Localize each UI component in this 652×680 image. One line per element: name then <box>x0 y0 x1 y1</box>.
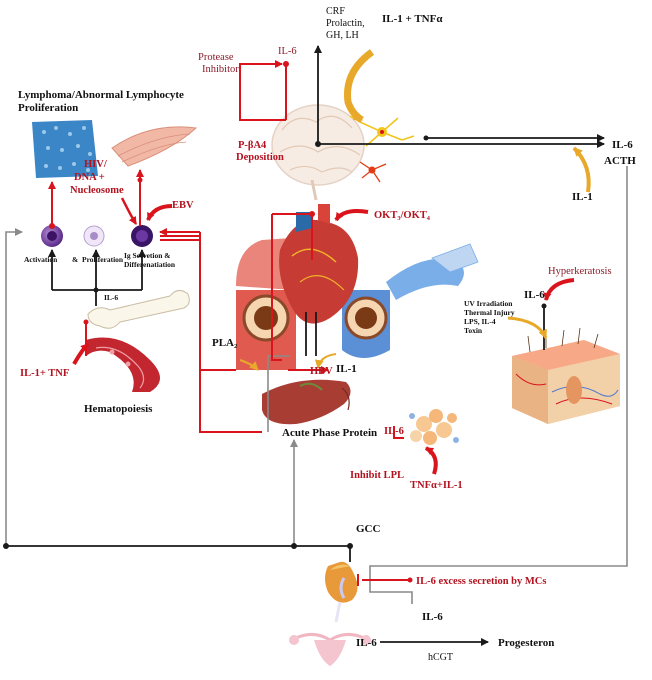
label-uv: UV Irradiation <box>464 299 513 308</box>
skin-icon <box>512 327 620 424</box>
label-hematopoiesis: Hematopoiesis <box>84 403 153 415</box>
red-arrows <box>48 60 413 586</box>
muscle-fiber-icon <box>111 126 198 167</box>
label-proliferation: Proliferation <box>82 255 124 264</box>
label-ampersand: & <box>72 255 78 264</box>
label-il1-right: IL-1 <box>572 191 593 203</box>
label-deposition: Deposition <box>236 152 284 163</box>
label-il1-tnf-left: IL-1+ TNF <box>20 368 69 379</box>
heart-icon <box>236 204 479 370</box>
label-hiv: HIV/ <box>84 159 108 170</box>
label-il1-mid: IL-1 <box>336 363 357 375</box>
label-crf: CRF <box>326 6 345 17</box>
label-progesteron: Progesteron <box>498 637 554 649</box>
label-inhibitor: Inhibitor <box>202 64 239 75</box>
label-hyperkeratosis: Hyperkeratosis <box>548 266 612 277</box>
label-il6-excess: IL-6 excess secretion by MCs <box>416 576 546 587</box>
label-protease: Protease <box>198 52 234 63</box>
liver-icon <box>262 379 351 425</box>
label-il6-skin: IL-6 <box>524 289 545 301</box>
label-il6-bottom: IL-6 <box>356 637 377 649</box>
label-il6-small: IL-6 <box>104 293 118 302</box>
label-il6-right: IL-6 <box>612 139 633 151</box>
label-differentiation: Differenatiation <box>124 260 176 269</box>
label-tnfa-il1: TNFα+IL-1 <box>410 480 463 491</box>
label-il6-brain: IL-6 <box>278 46 297 57</box>
gray-feedback-lines <box>5 166 628 604</box>
label-il6-fat: IL-6 <box>384 426 404 437</box>
label-inhibit-lpl: Inhibit LPL <box>350 470 404 481</box>
blood-vessel-icon <box>86 337 160 392</box>
kidney-icon <box>325 561 358 623</box>
bone-icon <box>87 290 190 329</box>
label-ebv: EBV <box>172 200 194 211</box>
label-dna: DNA + <box>74 172 105 183</box>
label-acute-phase: Acute Phase Protein <box>282 427 377 439</box>
label-ig-secretion: Ig Secretion & <box>124 251 171 260</box>
label-hcgt: hCGT <box>428 652 453 663</box>
label-pla2: PLA₂ <box>212 337 238 349</box>
curved-arrows <box>72 49 591 475</box>
neuron-icon <box>349 115 415 183</box>
label-lps: LPS, IL-4 <box>464 317 496 326</box>
label-prolactin: Prolactin, <box>326 18 365 29</box>
label-hbv: HBV <box>310 366 333 377</box>
fat-cell-icon <box>409 409 459 445</box>
label-il6-kidney: IL-6 <box>422 611 443 623</box>
label-lymphoma-2: Proliferation <box>18 102 78 114</box>
label-gh-lh: GH, LH <box>326 30 359 41</box>
label-gcc: GCC <box>356 523 381 535</box>
label-il1-tnfa-top: IL-1 + TNFα <box>382 13 443 25</box>
label-pba4: P-βA4 <box>238 140 267 151</box>
label-thermal: Thermal Injury <box>464 308 515 317</box>
label-okt: OKT₃/OKT₄ <box>374 210 431 221</box>
label-acth: ACTH <box>604 155 636 167</box>
lymphocyte-icon <box>41 225 153 247</box>
label-nucleosome: Nucleosome <box>70 185 124 196</box>
uterus-icon <box>289 633 371 666</box>
label-activation: Activation <box>24 255 58 264</box>
label-lymphoma-1: Lymphoma/Abnormal Lymphocyte <box>18 89 184 101</box>
label-toxin: Toxin <box>464 326 483 335</box>
black-arrows <box>3 45 605 646</box>
lymphoma-tissue-icon <box>32 120 98 178</box>
